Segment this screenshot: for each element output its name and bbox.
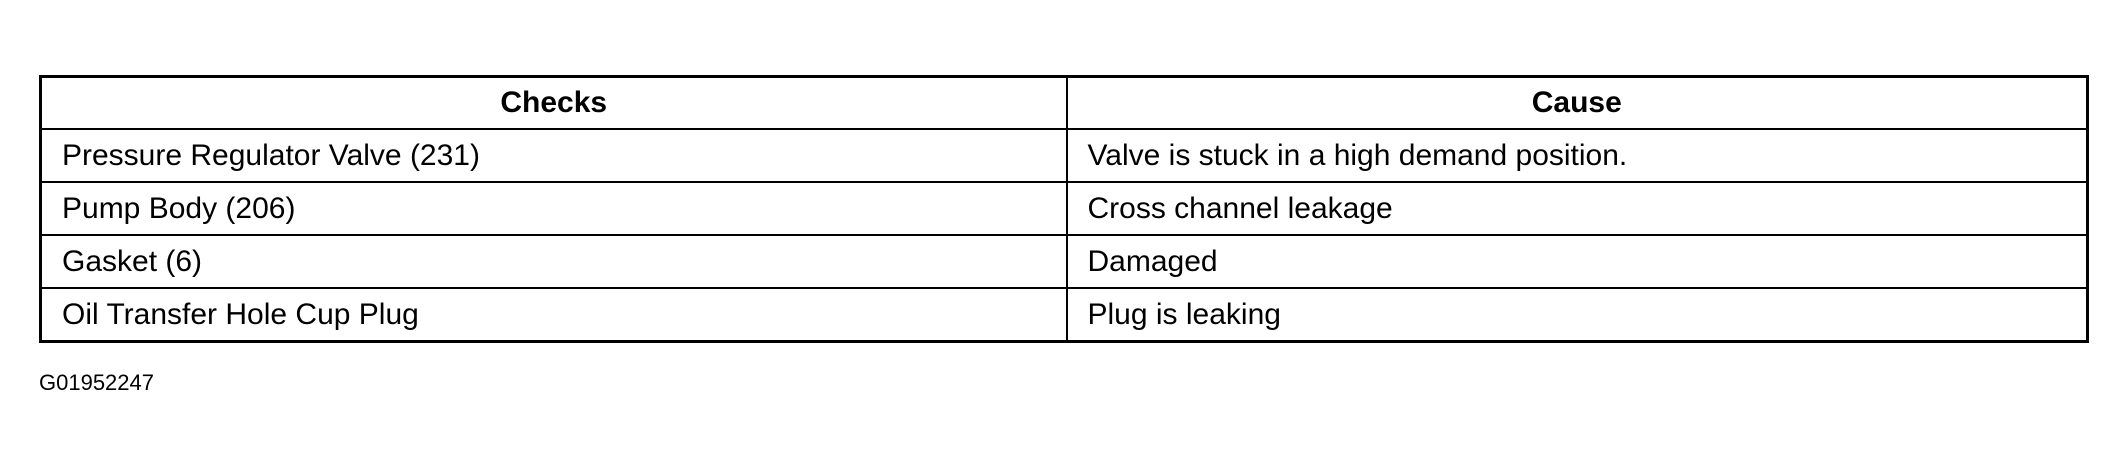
column-header-cause: Cause [1065, 75, 2089, 130]
table-row: Pressure Regulator Valve (231) Valve is … [39, 128, 2089, 183]
table-header-row: Checks Cause [39, 75, 2089, 130]
diagnosis-table: Checks Cause Pressure Regulator Valve (2… [39, 75, 2089, 343]
check-cell: Oil Transfer Hole Cup Plug [39, 287, 1068, 343]
cause-cell: Valve is stuck in a high demand position… [1065, 128, 2089, 183]
column-header-checks: Checks [39, 75, 1068, 130]
check-cell: Pump Body (206) [39, 181, 1068, 236]
figure-id: G01952247 [39, 370, 154, 395]
table-row: Gasket (6) Damaged [39, 234, 2089, 289]
cause-cell: Cross channel leakage [1065, 181, 2089, 236]
check-cell: Gasket (6) [39, 234, 1068, 289]
cause-cell: Damaged [1065, 234, 2089, 289]
table-row: Pump Body (206) Cross channel leakage [39, 181, 2089, 236]
table-row: Oil Transfer Hole Cup Plug Plug is leaki… [39, 287, 2089, 343]
check-cell: Pressure Regulator Valve (231) [39, 128, 1068, 183]
cause-cell: Plug is leaking [1065, 287, 2089, 343]
